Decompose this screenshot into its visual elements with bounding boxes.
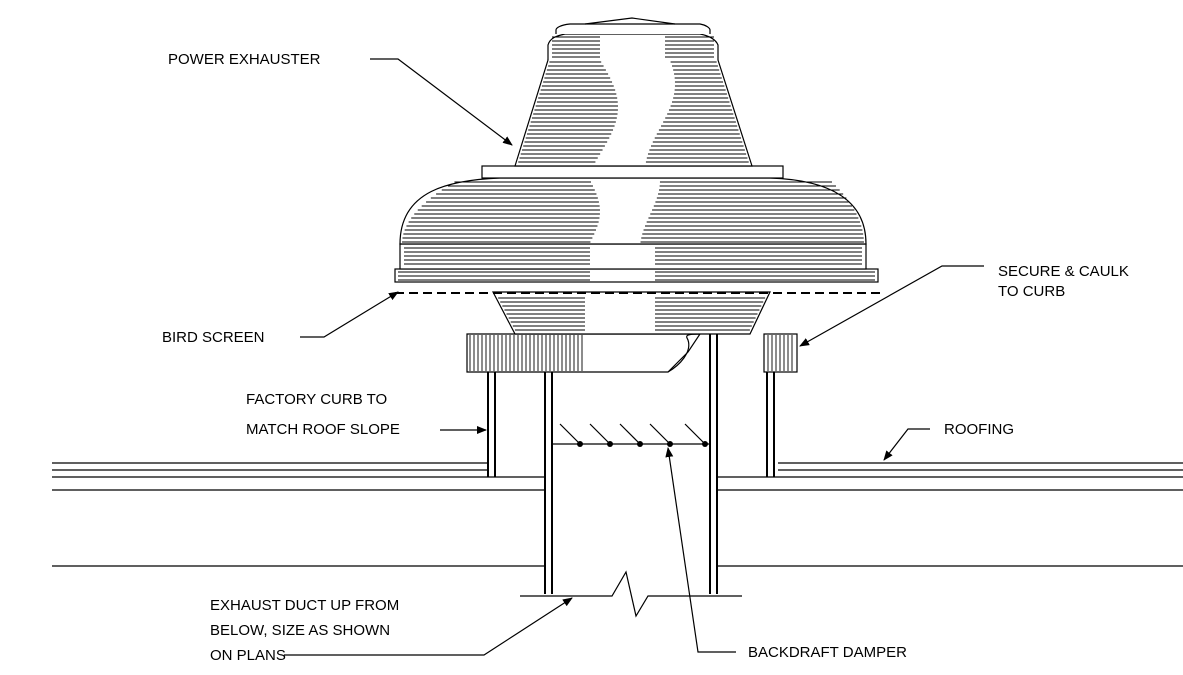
roofing-text: ROOFING bbox=[944, 421, 1014, 438]
exhaust-duct-text-3: ON PLANS bbox=[210, 647, 286, 664]
exhaust-duct-text-2: BELOW, SIZE AS SHOWN bbox=[210, 622, 390, 639]
secure-caulk-text-1: SECURE & CAULK bbox=[998, 263, 1129, 280]
factory-curb-text-1: FACTORY CURB TO bbox=[246, 391, 387, 408]
label-roofing: ROOFING bbox=[883, 421, 1014, 461]
exhaust-duct-text-1: EXHAUST DUCT UP FROM bbox=[210, 597, 399, 614]
curb-cap bbox=[466, 333, 798, 373]
label-power-exhauster: POWER EXHAUSTER bbox=[168, 51, 513, 146]
label-backdraft-damper: BACKDRAFT DAMPER bbox=[665, 447, 907, 661]
bird-screen-text: BIRD SCREEN bbox=[162, 329, 265, 346]
roof-deck bbox=[52, 462, 1183, 567]
label-secure-caulk: SECURE & CAULK TO CURB bbox=[799, 263, 1129, 347]
exhaust-duct bbox=[520, 334, 742, 618]
factory-curb-text-2: MATCH ROOF SLOPE bbox=[246, 421, 400, 438]
backdraft-damper-text: BACKDRAFT DAMPER bbox=[748, 644, 907, 661]
factory-curb bbox=[487, 372, 775, 477]
secure-caulk-text-2: TO CURB bbox=[998, 283, 1065, 300]
label-factory-curb: FACTORY CURB TO MATCH ROOF SLOPE bbox=[246, 391, 487, 438]
label-bird-screen: BIRD SCREEN bbox=[162, 291, 399, 346]
backdraft-damper bbox=[552, 423, 710, 447]
power-exhauster-text: POWER EXHAUSTER bbox=[168, 51, 321, 68]
power-exhauster-unit bbox=[394, 17, 880, 335]
label-exhaust-duct: EXHAUST DUCT UP FROM BELOW, SIZE AS SHOW… bbox=[210, 597, 573, 664]
